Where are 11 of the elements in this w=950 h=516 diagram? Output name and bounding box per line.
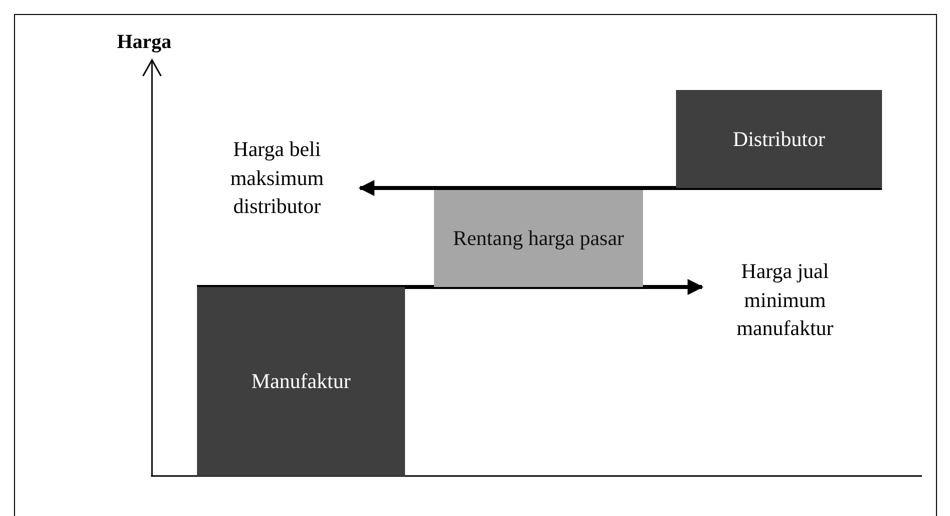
arrow [358,180,882,196]
annotation-text: Harga jual minimum manufaktur [702,258,868,342]
axis-title: Harga [117,31,172,54]
price-range-box [434,190,643,287]
annotation-text: Harga beli maksimum distributor [196,128,358,228]
node-label: Manufaktur [251,368,351,396]
distributor-box [676,90,882,188]
arrow [197,279,704,295]
node-label: Rentang harga pasar [452,225,624,252]
manufacturer-box [197,287,405,476]
node-label: Distributor [732,126,826,153]
